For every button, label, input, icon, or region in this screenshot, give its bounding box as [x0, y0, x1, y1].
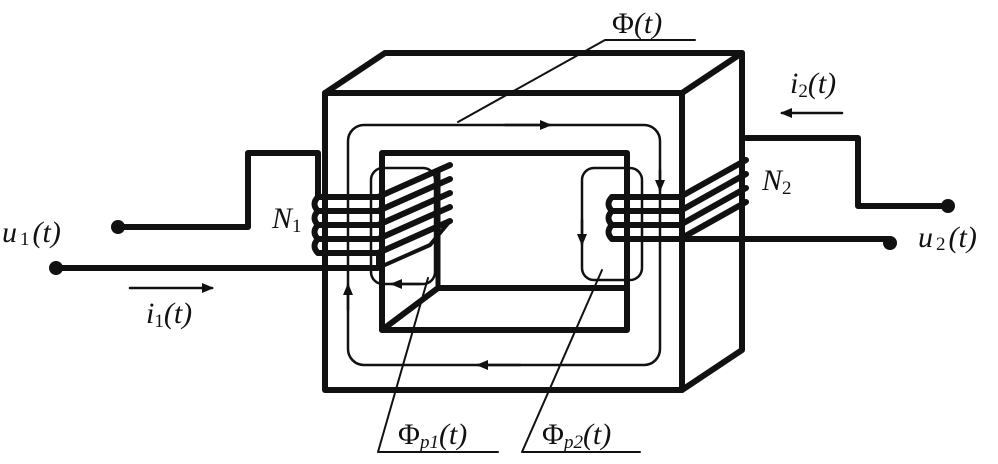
terminal-u1-bottom [49, 261, 63, 275]
label-phi: Φ(t) [612, 7, 662, 40]
primary-turn-4 [315, 204, 453, 242]
primary-winding [311, 162, 453, 270]
primary-turn-1 [315, 162, 453, 200]
secondary-turn-1 [609, 157, 749, 200]
primary-turn-ends [311, 194, 321, 256]
label-phi-p2: Φp2(t) [542, 418, 611, 453]
secondary-turn-3 [609, 185, 749, 228]
main-flux-path [343, 120, 665, 370]
secondary-leads [677, 135, 955, 250]
label-n1: N1 [271, 202, 302, 237]
phi-p1-leader-line [377, 277, 499, 453]
secondary-turn-ends [605, 194, 615, 242]
secondary-lead-top [743, 135, 951, 209]
core-right-face [679, 50, 745, 393]
primary-turn-3 [315, 190, 453, 228]
terminal-u1-top [111, 220, 125, 234]
secondary-turn-2 [609, 171, 749, 214]
label-n2: N2 [761, 164, 792, 199]
core-top-face [322, 50, 745, 96]
label-i2: i2(t) [790, 67, 836, 102]
primary-turn-2 [315, 176, 453, 214]
label-phi-p1: Φp1(t) [398, 418, 467, 453]
primary-leads [49, 150, 381, 275]
primary-turn-bottom [376, 219, 452, 270]
label-i1: i1(t) [146, 297, 192, 332]
phi-p2-leader-line [521, 269, 641, 453]
terminal-u2-top [941, 199, 955, 213]
transformer-core [322, 50, 745, 393]
terminal-u2-bottom [883, 236, 897, 250]
phi-leader-line [457, 39, 696, 123]
secondary-winding [605, 157, 749, 242]
primary-lead-top [115, 150, 321, 230]
